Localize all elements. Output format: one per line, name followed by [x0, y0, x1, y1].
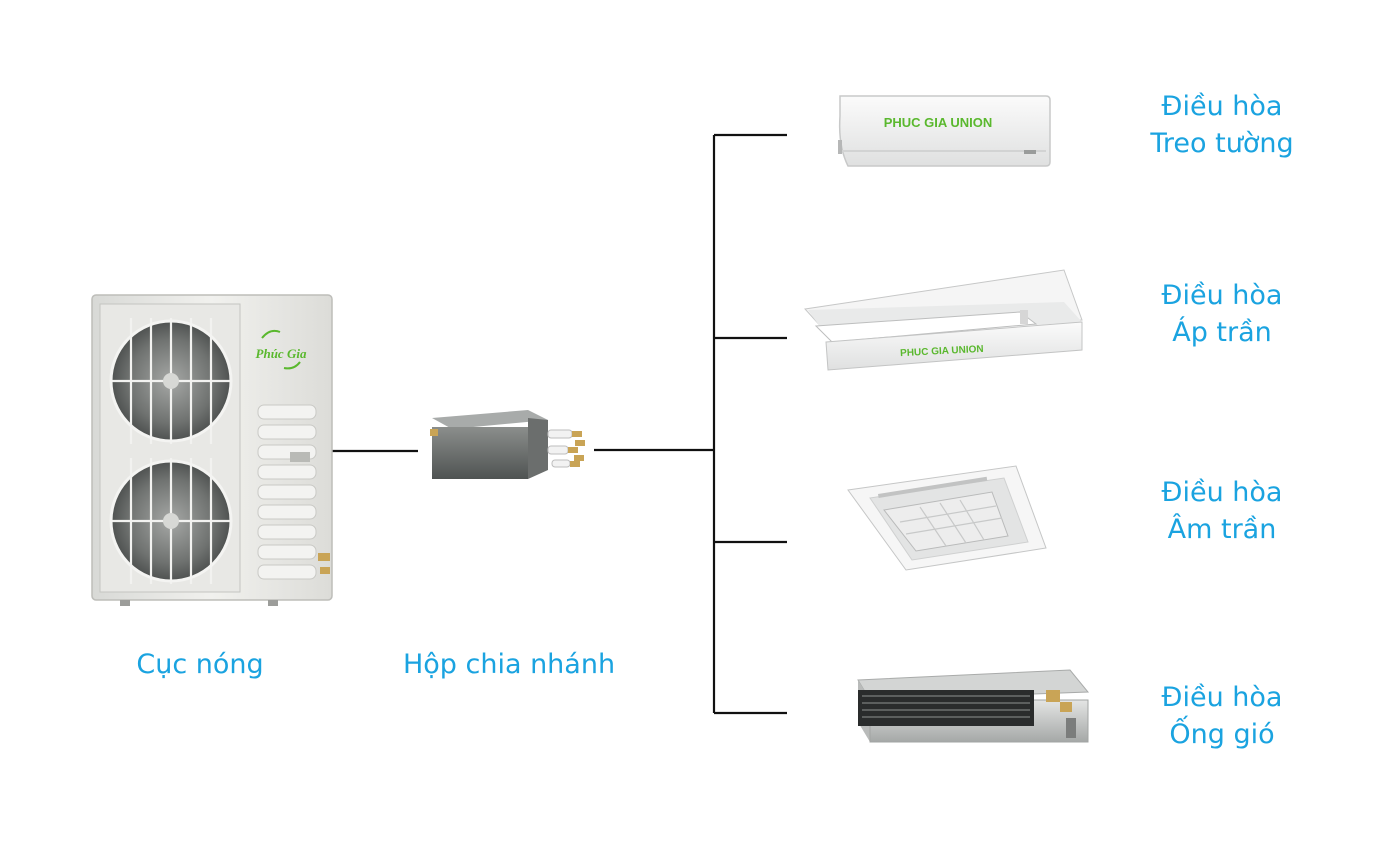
cassette-unit-label-line1: Điều hòa — [1161, 477, 1283, 508]
wall-mounted-ac-icon — [838, 95, 1051, 167]
ceiling-suspended-ac-icon — [804, 269, 1083, 371]
wall-unit-label-line2: Treo tường — [1150, 128, 1294, 159]
ducted-unit-label-line1: Điều hòa — [1161, 682, 1283, 713]
connector-lines — [332, 133, 787, 715]
ducted-unit-label-line2: Ống gió — [1169, 719, 1275, 750]
wall-unit-label: Điều hòa Treo tường — [1102, 88, 1342, 162]
branch-box-icon — [430, 410, 585, 479]
cassette-unit-label-line2: Âm trần — [1167, 514, 1277, 545]
outdoor-unit-label: Cục nóng — [136, 649, 264, 680]
outdoor-condenser-icon — [91, 294, 333, 606]
cassette-unit-label: Điều hòa Âm trần — [1102, 474, 1342, 548]
wall-unit-label-line1: Điều hòa — [1161, 91, 1283, 122]
ceiling-unit-label-line1: Điều hòa — [1161, 280, 1283, 311]
branch-box-label: Hộp chia nhánh — [402, 649, 616, 680]
ducted-unit-label: Điều hòa Ống gió — [1102, 679, 1342, 753]
wall-unit-brand-text: PHUC GIA UNION — [884, 115, 993, 130]
cassette-ac-icon — [847, 465, 1047, 571]
ceiling-unit-brand-text: PHUC GIA UNION — [900, 344, 984, 359]
outdoor-logo-text: Phúc Gia — [256, 346, 307, 361]
ceiling-unit-label: Điều hòa Áp trần — [1102, 277, 1342, 351]
ducted-ac-icon — [857, 669, 1090, 743]
ceiling-unit-label-line2: Áp trần — [1172, 317, 1272, 348]
